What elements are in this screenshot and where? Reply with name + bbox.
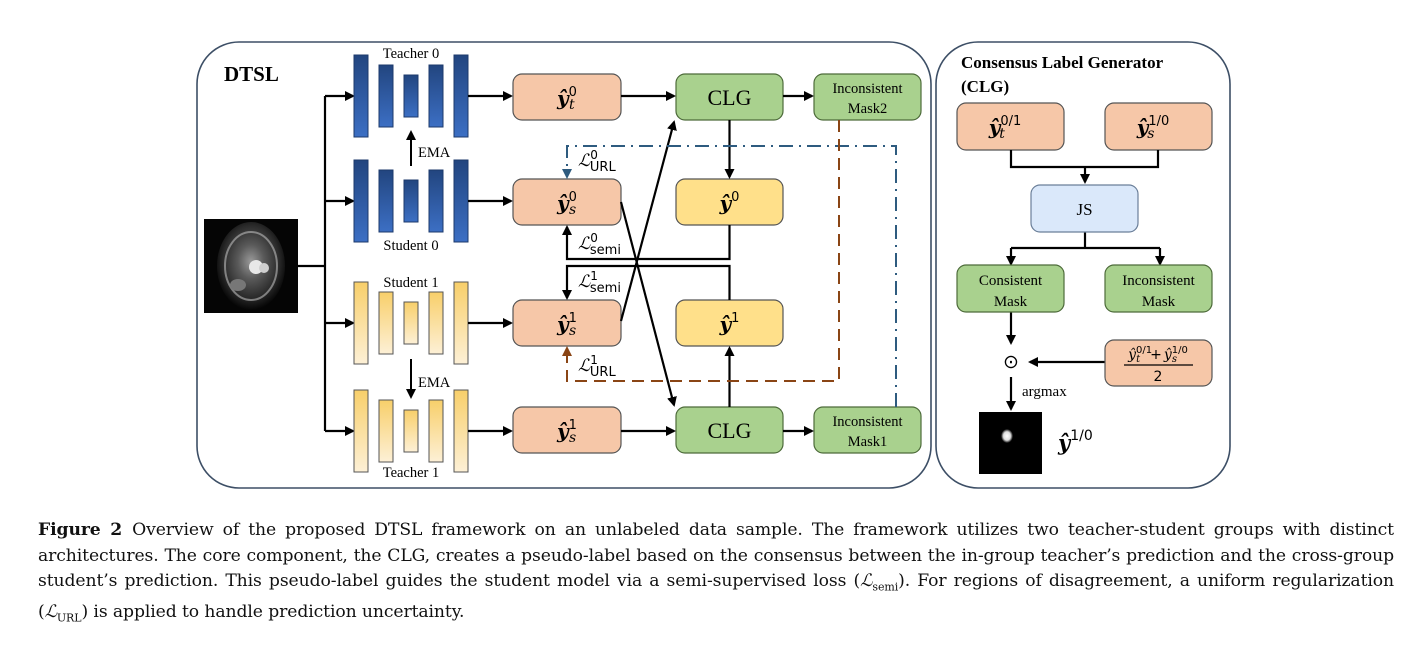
net-output-arrows	[468, 91, 513, 436]
svg-text:ŷ1/0s: ŷ1/0s	[1136, 114, 1170, 142]
clg-panel-title-line2: (CLG)	[961, 77, 1009, 96]
network-layer-bar	[403, 179, 419, 223]
svg-text:Mask: Mask	[994, 294, 1028, 310]
hadamard-product-icon: ⊙	[1003, 352, 1019, 373]
pseudo-label-output-image	[979, 412, 1042, 474]
svg-text:Mask1: Mask1	[848, 434, 887, 450]
network-layer-bar	[353, 159, 369, 243]
network-layer-bar	[428, 399, 444, 463]
dtsl-panel	[196, 41, 932, 489]
inconsistent-mask-box: Inconsistent Mask	[1104, 264, 1213, 313]
svg-text:Consistent: Consistent	[979, 273, 1043, 289]
mri-input-image	[204, 219, 298, 313]
inconsistent-mask1-box: Inconsistent Mask1	[813, 406, 922, 454]
caption-semi-sub: semi	[872, 580, 899, 594]
teacher1-label: Teacher 1	[383, 465, 440, 481]
caption-url-sub: URL	[56, 611, 82, 625]
svg-text:JS: JS	[1076, 200, 1092, 219]
network-layer-bar	[428, 64, 444, 128]
svg-text:ŷ0/1t: ŷ0/1t	[988, 114, 1022, 142]
clg-panel	[935, 41, 1231, 489]
svg-text:ŷ0: ŷ0	[719, 190, 740, 215]
pseudo-label-y0: ŷ0	[675, 178, 784, 226]
network-layer-bar	[378, 169, 394, 233]
svg-text:Mask2: Mask2	[848, 101, 887, 117]
svg-text:ŷ0t: ŷ0t	[556, 85, 577, 113]
network-layer-bar	[453, 54, 469, 138]
network-layer-bar	[428, 169, 444, 233]
caption-text-2: ). For regions of disagreement, a unifor…	[38, 571, 1394, 623]
network-layer-bar	[353, 389, 369, 473]
student0-network	[353, 159, 469, 243]
clg-box-top: CLG	[675, 73, 784, 121]
network-layer-bar	[378, 399, 394, 463]
argmax-label: argmax	[1022, 384, 1067, 400]
dtsl-figure: DTSL Teacher 0 Student 0 Student 1 Teach…	[196, 41, 1231, 489]
svg-text:Inconsistent: Inconsistent	[1122, 273, 1195, 289]
clg-box-bottom: CLG	[675, 406, 784, 454]
inconsistent-mask2-box: Inconsistent Mask2	[813, 73, 922, 121]
js-box: JS	[1030, 184, 1139, 233]
svg-text:ŷ1: ŷ1	[719, 311, 740, 336]
caption-text-3: ) is applied to handle prediction uncert…	[81, 602, 465, 623]
ema-label-0: EMA	[418, 145, 451, 161]
caption-semi-symbol: ℒ	[860, 571, 873, 592]
url0-dashdot-line	[562, 145, 897, 407]
consistent-mask-box: Consistent Mask	[956, 264, 1065, 313]
network-layer-bar	[378, 64, 394, 128]
svg-text:Inconsistent: Inconsistent	[832, 414, 902, 430]
network-layer-bar	[428, 291, 444, 355]
caption-label: Figure 2	[38, 520, 123, 540]
svg-text:CLG: CLG	[708, 85, 752, 110]
svg-text:CLG: CLG	[708, 418, 752, 443]
svg-text:ŷ0/1t+ŷ1/0s: ŷ0/1t+ŷ1/0s	[1127, 345, 1188, 365]
svg-text:ŷ1s: ŷ1s	[556, 418, 577, 446]
teacher0-label: Teacher 0	[383, 46, 440, 62]
dtsl-flow-arrows	[562, 91, 814, 436]
clg-panel-title-line1: Consensus Label Generator	[961, 53, 1164, 72]
clg-output-label: ŷ1/0	[1057, 428, 1093, 455]
svg-text:Inconsistent: Inconsistent	[832, 81, 902, 97]
network-layer-bar	[403, 301, 419, 345]
student1-label: Student 1	[383, 275, 438, 291]
network-layer-bar	[453, 281, 469, 365]
pseudo-label-y1: ŷ1	[675, 299, 784, 347]
teacher1-network	[353, 389, 469, 473]
network-layer-bar	[378, 291, 394, 355]
ema-label-1: EMA	[418, 375, 451, 391]
caption-text-1: Overview of the proposed DTSL framework …	[38, 520, 1394, 592]
student1-network	[353, 281, 469, 365]
network-layer-bar	[353, 54, 369, 138]
network-layer-bar	[453, 389, 469, 473]
caption-url-symbol: ℒ	[44, 602, 57, 623]
network-layer-bar	[403, 409, 419, 453]
svg-text:ŷ1s: ŷ1s	[556, 311, 577, 339]
student0-label: Student 0	[383, 238, 438, 254]
svg-text:ŷ0s: ŷ0s	[556, 190, 577, 218]
network-layer-bar	[453, 159, 469, 243]
svg-text:2: 2	[1154, 369, 1163, 385]
network-layer-bar	[403, 74, 419, 118]
network-layer-bar	[353, 281, 369, 365]
input-branch-lines	[298, 91, 355, 436]
dtsl-title: DTSL	[224, 62, 279, 86]
svg-text:Mask: Mask	[1142, 294, 1176, 310]
clg-flow-arrows	[1006, 150, 1165, 411]
teacher0-network	[353, 54, 469, 138]
